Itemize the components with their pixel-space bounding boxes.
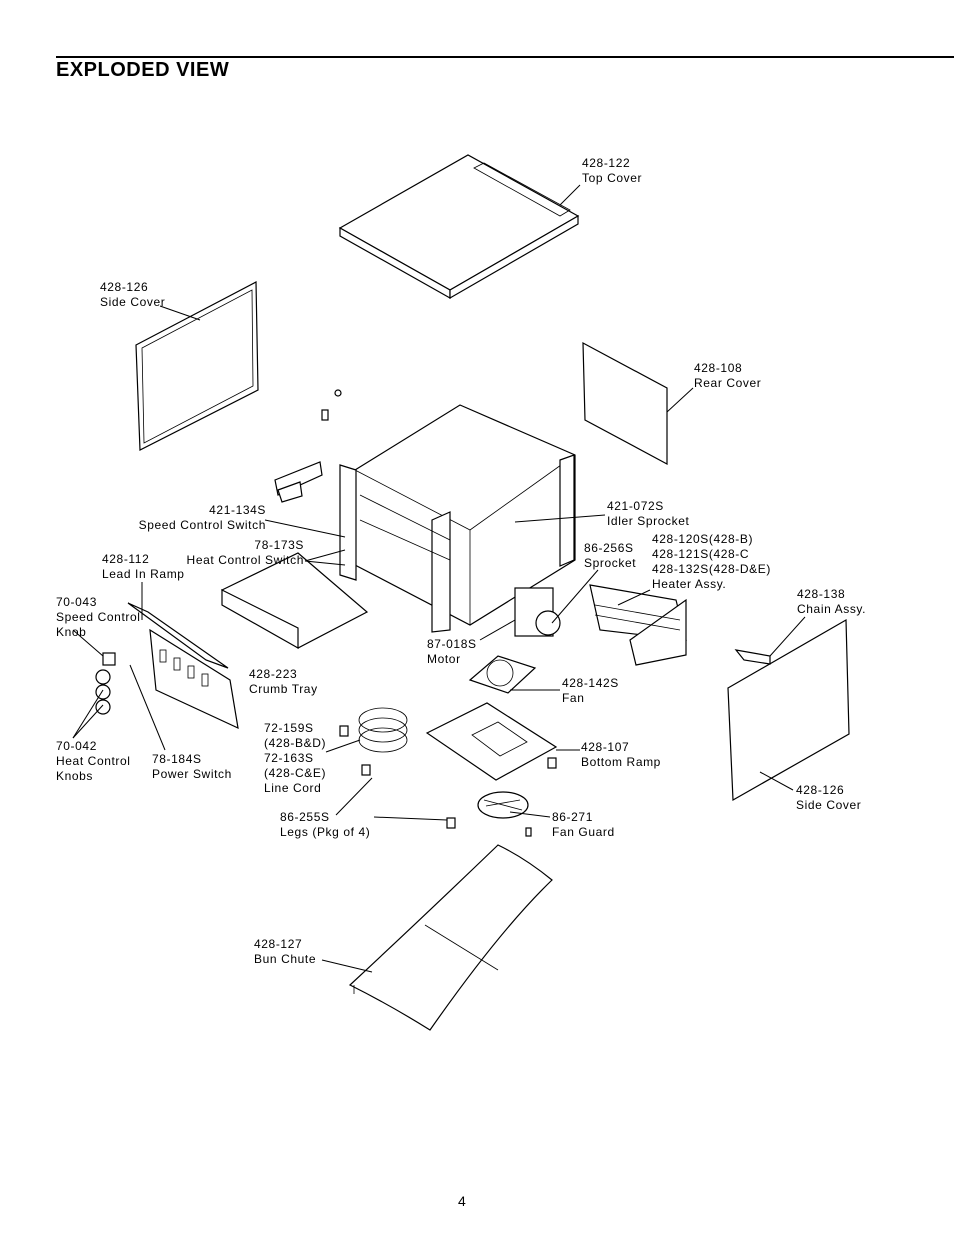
heater-assy-part bbox=[589, 584, 687, 666]
knobs-part bbox=[95, 652, 116, 715]
top-cover-part bbox=[338, 154, 580, 300]
page-title: EXPLODED VIEW bbox=[56, 59, 230, 81]
rear-cover-part bbox=[582, 341, 668, 466]
leader-lines bbox=[72, 184, 806, 973]
bottom-ramp-part bbox=[425, 702, 558, 781]
header-rule bbox=[56, 56, 954, 58]
side-cover-right-part bbox=[727, 618, 850, 802]
side-cover-left-part bbox=[135, 281, 259, 451]
fan-part bbox=[468, 655, 537, 694]
motor-part bbox=[514, 587, 561, 637]
fan-guard-part bbox=[477, 791, 529, 819]
legs-part bbox=[361, 757, 557, 837]
chassis-part bbox=[339, 404, 576, 633]
page-number: 4 bbox=[458, 1193, 466, 1209]
crumb-tray-part bbox=[220, 552, 369, 650]
label-line-cord: 72-159S(428-B&D)72-163S(428-C&E)Line Cor… bbox=[264, 721, 327, 795]
switch-hardware-part bbox=[274, 389, 342, 503]
lead-in-ramp-part bbox=[127, 602, 239, 730]
line-cord-part bbox=[339, 707, 408, 753]
bun-chute-part bbox=[348, 844, 553, 1031]
